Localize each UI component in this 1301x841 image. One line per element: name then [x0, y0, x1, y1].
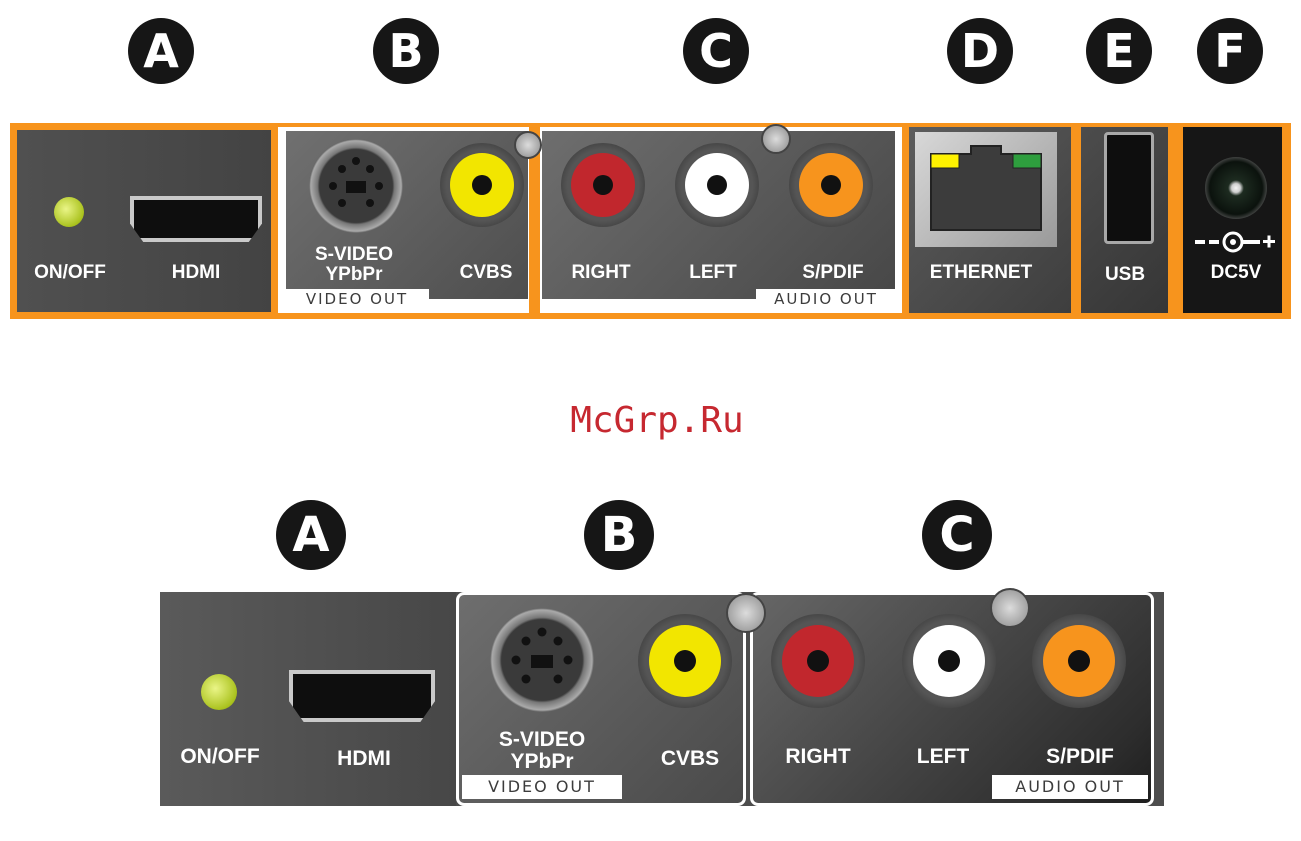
screw-icon: [726, 593, 766, 633]
group-label-audio-out: AUDIO OUT: [992, 775, 1148, 799]
label-ypbpr: YPbPr: [480, 750, 604, 774]
svideo-port-icon: [309, 139, 403, 233]
watermark-text: McGrp.Ru: [557, 400, 757, 441]
marker-c: C: [922, 500, 992, 570]
marker-b: B: [373, 18, 439, 84]
segment-dc: [1183, 127, 1282, 313]
label-svideo: S-VIDEO: [294, 244, 414, 266]
audio-left-white-jack-icon: [675, 143, 759, 227]
label-left: LEFT: [663, 262, 763, 284]
marker-d: D: [947, 18, 1013, 84]
group-label-video-out: VIDEO OUT: [285, 289, 429, 309]
group-label-audio-out: AUDIO OUT: [756, 289, 896, 309]
audio-right-red-jack-icon: [561, 143, 645, 227]
label-usb: USB: [1085, 264, 1165, 286]
marker-a: A: [276, 500, 346, 570]
spdif-orange-jack-icon: [1032, 614, 1126, 708]
label-right: RIGHT: [551, 262, 651, 284]
spdif-orange-jack-icon: [789, 143, 873, 227]
label-on-off: ON/OFF: [20, 262, 120, 284]
dc-polarity-icon: [1193, 229, 1279, 255]
label-cvbs: CVBS: [630, 747, 750, 771]
svideo-pins-icon: [309, 139, 403, 233]
hdmi-port-icon: [289, 670, 435, 722]
label-cvbs: CVBS: [436, 262, 536, 284]
audio-right-red-jack-icon: [771, 614, 865, 708]
marker-e: E: [1086, 18, 1152, 84]
label-svideo: S-VIDEO: [480, 728, 604, 752]
label-right: RIGHT: [758, 745, 878, 769]
marker-f: F: [1197, 18, 1263, 84]
hdmi-port-icon: [130, 196, 262, 242]
marker-b: B: [584, 500, 654, 570]
svideo-pins-icon: [490, 608, 594, 712]
power-led-icon: [54, 197, 84, 227]
group-label-video-out: VIDEO OUT: [462, 775, 622, 799]
label-hdmi: HDMI: [146, 262, 246, 284]
svideo-port-icon: [490, 608, 594, 712]
screw-icon: [990, 588, 1030, 628]
ethernet-port-icon: [915, 132, 1057, 247]
label-ethernet: ETHERNET: [911, 262, 1051, 284]
usb-port-icon: [1104, 132, 1154, 244]
marker-c: C: [683, 18, 749, 84]
cvbs-yellow-jack-icon: [638, 614, 732, 708]
power-led-icon: [201, 674, 237, 710]
label-ypbpr: YPbPr: [294, 264, 414, 286]
screw-icon: [514, 131, 542, 159]
label-on-off: ON/OFF: [160, 745, 280, 769]
label-hdmi: HDMI: [304, 747, 424, 771]
screw-icon: [761, 124, 791, 154]
label-spdif: S/PDIF: [1020, 745, 1140, 769]
dc-jack-icon: [1205, 157, 1267, 219]
label-left: LEFT: [883, 745, 1003, 769]
label-spdif: S/PDIF: [783, 262, 883, 284]
cvbs-yellow-jack-icon: [440, 143, 524, 227]
audio-left-white-jack-icon: [902, 614, 996, 708]
marker-a: A: [128, 18, 194, 84]
label-dc5v: DC5V: [1186, 262, 1286, 284]
